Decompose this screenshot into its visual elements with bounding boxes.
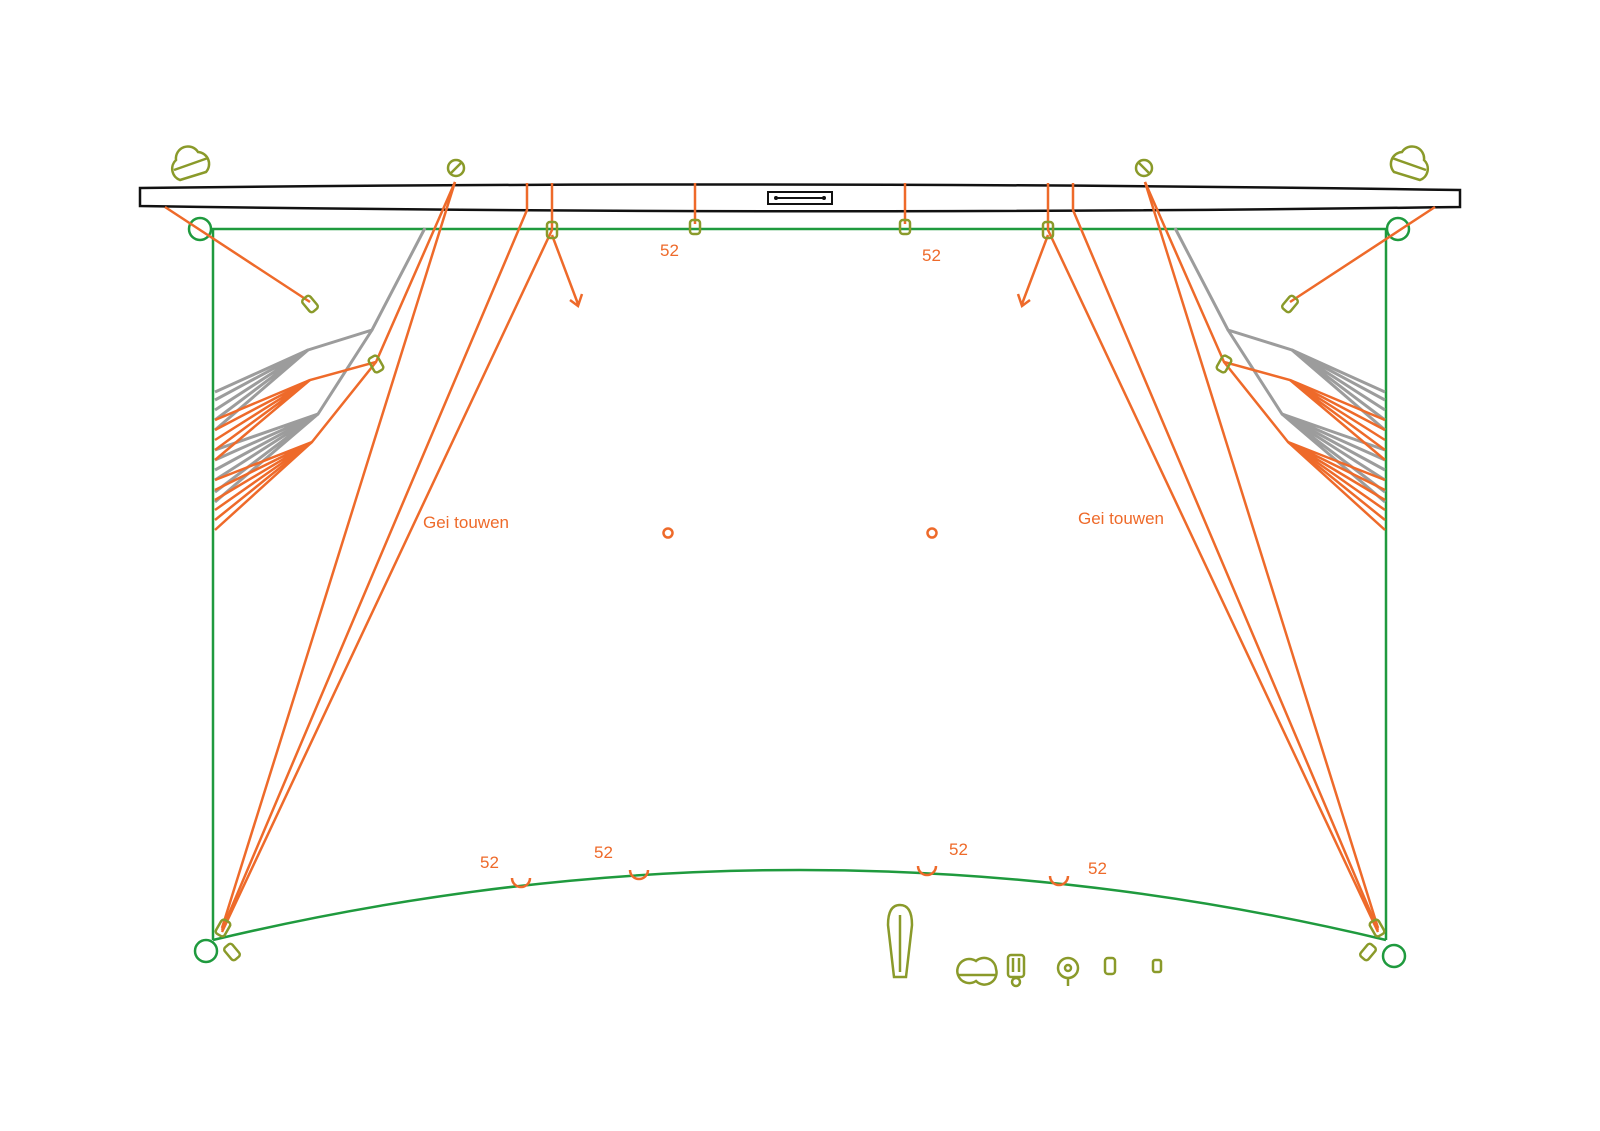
block-icon — [1103, 956, 1117, 976]
cleat-icon — [1389, 145, 1430, 182]
lifting-lines — [214, 227, 1386, 504]
corner-ring-top-right — [1385, 216, 1411, 242]
corner-ring-bottom-left — [193, 938, 219, 964]
reef-point-right — [926, 527, 938, 539]
cleat-icon — [956, 956, 998, 986]
labels: Gei touwen Gei touwen 52 52 52 52 52 52 — [423, 241, 1164, 878]
dimension-label: 52 — [660, 241, 679, 260]
dimension-label: 52 — [1088, 859, 1107, 878]
dimension-label: 52 — [594, 843, 613, 862]
reef-point-left — [662, 527, 674, 539]
rectangle-plate-icon — [767, 191, 833, 205]
gei-ropes-label-right: Gei touwen — [1078, 509, 1164, 528]
block-icon — [1151, 958, 1163, 974]
sail-outline — [187, 216, 1411, 969]
fittings-legend — [886, 903, 1163, 988]
sail-foot-curve — [212, 868, 1387, 942]
corner-ring-top-left — [187, 216, 213, 242]
dimension-label: 52 — [949, 840, 968, 859]
dimension-label: 52 — [480, 853, 499, 872]
block-icon — [1006, 953, 1026, 988]
shackle-icon — [1134, 158, 1154, 178]
dimension-label: 52 — [922, 246, 941, 265]
block-icon — [214, 218, 1386, 962]
shackle-icon — [446, 158, 466, 178]
cleat-icon — [170, 145, 211, 182]
ropes — [164, 181, 1436, 933]
fittings — [170, 145, 1430, 988]
shackle-icon — [1056, 956, 1080, 986]
yard — [138, 183, 1462, 213]
batten-icon — [886, 903, 914, 979]
gei-ropes-label-left: Gei touwen — [423, 513, 509, 532]
corner-ring-bottom-right — [1381, 943, 1407, 969]
